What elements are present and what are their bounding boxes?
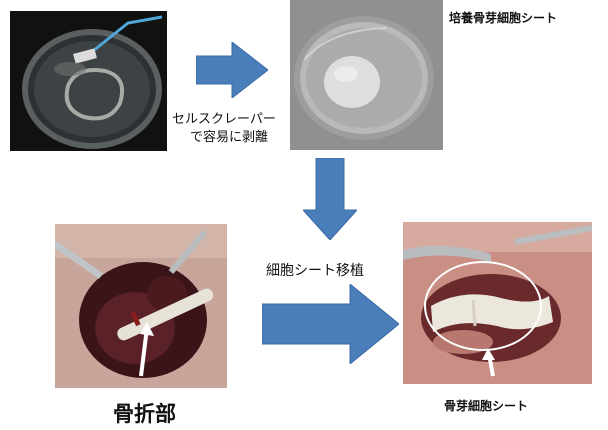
transplant-label: 細胞シート移植 bbox=[266, 260, 364, 280]
scrape-label-line1: セルスクレーパー bbox=[172, 108, 276, 127]
sheet-bottom-label: 骨芽細胞シート bbox=[444, 397, 528, 414]
down-arrow bbox=[303, 158, 357, 240]
petri-dish-photo-1 bbox=[10, 11, 167, 151]
right-arrow-bottom bbox=[262, 284, 399, 364]
fracture-site-photo bbox=[55, 224, 227, 388]
petri-dish-photo-2 bbox=[290, 0, 443, 150]
cultured-sheet-label: 培養骨芽細胞シート bbox=[449, 9, 557, 26]
right-arrow-top bbox=[196, 42, 268, 98]
transplant-site-photo bbox=[403, 222, 592, 384]
fracture-site-label: 骨折部 bbox=[113, 398, 176, 428]
scrape-label-line2: で容易に剥離 bbox=[190, 126, 268, 145]
